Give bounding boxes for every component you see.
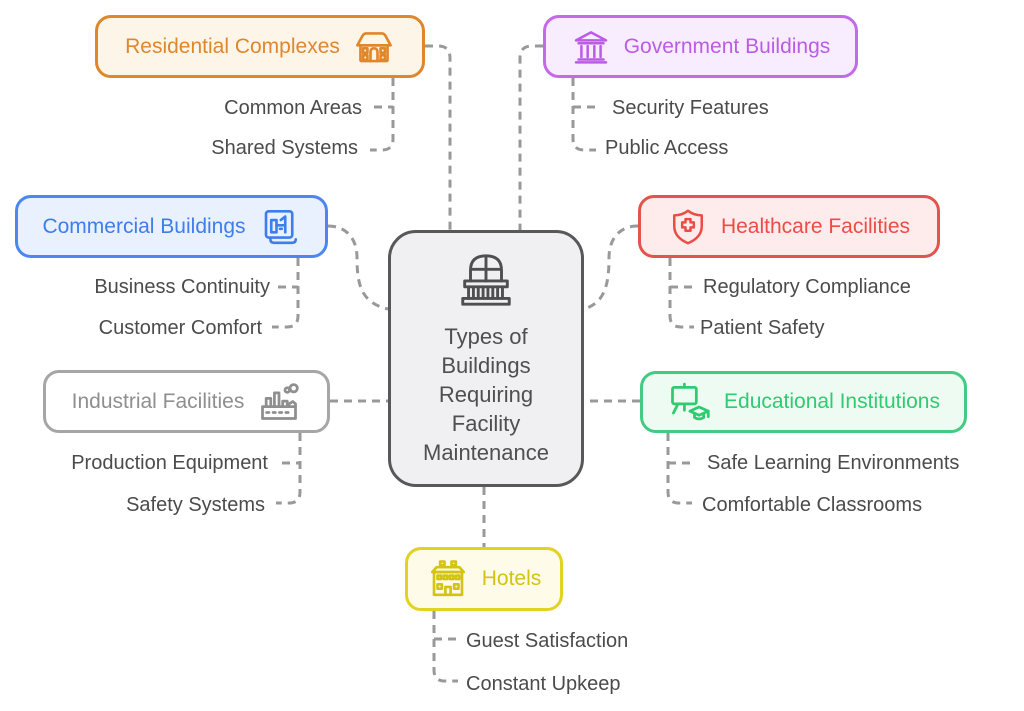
subtopic-common-areas: Common Areas bbox=[224, 97, 362, 119]
house-icon bbox=[353, 26, 395, 68]
node-healthcare-facilities: Healthcare Facilities bbox=[638, 195, 940, 258]
connector-commercial-subs bbox=[272, 258, 300, 329]
subtopic-customer-comfort: Customer Comfort bbox=[98, 317, 262, 339]
center-line: Buildings bbox=[441, 353, 531, 378]
node-educational-institutions: Educational Institutions bbox=[640, 371, 967, 433]
subtopic-business-continuity: Business Continuity bbox=[94, 276, 270, 298]
subtopic-public-access: Public Access bbox=[605, 137, 729, 159]
node-hotels: Hotels bbox=[405, 547, 563, 611]
center-line: Types of bbox=[444, 324, 528, 349]
connector-residential-center bbox=[425, 44, 452, 230]
subtopic-safe-learning-environments: Safe Learning Environments bbox=[707, 452, 960, 474]
connector-government-subs bbox=[571, 78, 596, 152]
balcony-window-icon bbox=[451, 249, 521, 316]
hotel-icon bbox=[427, 558, 469, 600]
connector-healthcare-center bbox=[583, 224, 639, 311]
center-node: Types of Buildings Requiring Facility Ma… bbox=[388, 230, 584, 487]
shield-cross-icon bbox=[668, 207, 708, 247]
subtopic-patient-safety: Patient Safety bbox=[700, 317, 825, 339]
node-label: Hotels bbox=[481, 567, 542, 590]
subtopic-production-equipment: Production Equipment bbox=[71, 452, 268, 474]
center-line: Requiring bbox=[438, 382, 534, 407]
subtopic-guest-satisfaction: Guest Satisfaction bbox=[466, 630, 629, 652]
node-residential-complexes: Residential Complexes bbox=[95, 15, 425, 78]
connector-commercial-center bbox=[327, 224, 389, 311]
node-label: Educational Institutions bbox=[724, 390, 940, 413]
connector-government-center bbox=[518, 44, 543, 230]
subtopic-comfortable-classrooms: Comfortable Classrooms bbox=[702, 494, 923, 516]
building-documents-icon bbox=[259, 206, 301, 248]
node-commercial-buildings: Commercial Buildings bbox=[15, 195, 328, 258]
node-government-buildings: Government Buildings bbox=[543, 15, 858, 78]
easel-graduation-icon bbox=[667, 380, 711, 424]
subtopic-shared-systems: Shared Systems bbox=[211, 137, 358, 159]
center-line: Facility bbox=[451, 411, 521, 436]
connector-industrial-subs bbox=[276, 433, 302, 505]
node-label: Commercial Buildings bbox=[42, 214, 246, 238]
subtopic-constant-upkeep: Constant Upkeep bbox=[466, 673, 621, 695]
connector-group bbox=[272, 44, 694, 683]
connector-residential-subs bbox=[370, 78, 395, 152]
node-industrial-facilities: Industrial Facilities bbox=[43, 370, 330, 433]
center-line: Maintenance bbox=[423, 440, 549, 465]
node-label: Government Buildings bbox=[623, 34, 831, 58]
subtopic-regulatory-compliance: Regulatory Compliance bbox=[703, 276, 911, 298]
subtopic-safety-systems: Safety Systems bbox=[126, 494, 265, 516]
center-node-title: Types of Buildings Requiring Facility Ma… bbox=[423, 322, 549, 467]
node-label: Healthcare Facilities bbox=[720, 214, 911, 238]
factory-icon bbox=[257, 380, 301, 424]
connector-hotels-subs bbox=[432, 611, 458, 683]
connector-healthcare-subs bbox=[668, 258, 694, 329]
subtopic-security-features: Security Features bbox=[612, 97, 769, 119]
node-label: Industrial Facilities bbox=[71, 389, 245, 413]
node-label: Residential Complexes bbox=[125, 34, 340, 58]
bank-columns-icon bbox=[571, 27, 611, 67]
connector-educational-subs bbox=[666, 433, 692, 505]
